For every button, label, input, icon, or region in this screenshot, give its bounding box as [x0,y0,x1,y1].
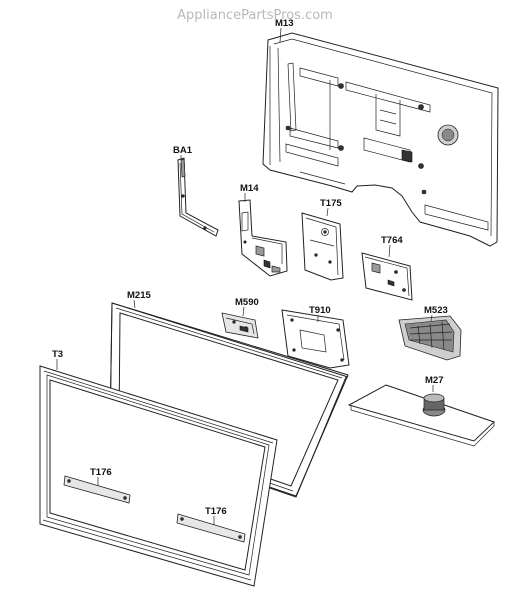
label-m27: M27 [425,375,443,386]
part-t176-clip-right[interactable] [176,513,246,543]
label-t176-right: T176 [205,506,227,517]
part-m523-stand-neck[interactable] [398,315,462,361]
label-m13: M13 [275,18,293,29]
label-t910: T910 [309,305,331,316]
part-m14-main-board[interactable] [238,199,288,277]
part-t910-stand-bracket[interactable] [281,309,350,369]
label-t176-left: T176 [90,467,112,478]
part-m13-rear-cover[interactable] [262,32,499,247]
label-m215: M215 [127,290,151,301]
part-t176-clip-left[interactable] [63,475,131,504]
label-t175: T175 [320,198,342,209]
part-t175-shield-plate[interactable] [301,212,344,281]
label-ba1: BA1 [173,145,193,156]
label-m590: M590 [235,297,259,308]
watermark: AppliancePartsPros.com [177,8,333,23]
label-m14: M14 [240,183,259,194]
part-ba1-bracket[interactable] [177,157,219,237]
label-t764: T764 [381,235,403,246]
part-m27-stand-base[interactable] [347,384,495,447]
part-m590-small-bracket[interactable] [221,312,259,339]
label-m523: M523 [424,305,448,316]
label-t3: T3 [52,349,63,360]
part-t764-power-board[interactable] [361,252,413,301]
